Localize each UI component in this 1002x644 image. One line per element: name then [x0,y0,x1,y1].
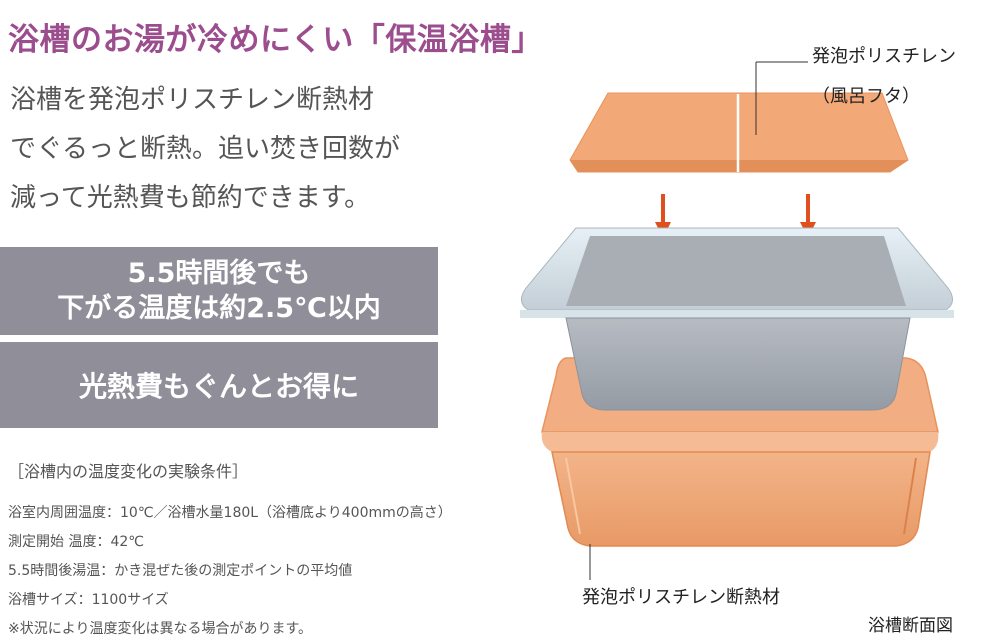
section-caption: 浴槽断面図 [868,616,953,636]
description-line-1: 浴槽を発泡ポリスチレン断熱材 [10,85,375,115]
highlight-line-2: 下がる温度は約2.5℃以内 [57,293,381,324]
conditions-heading: ［浴槽内の温度変化の実験条件］ [8,462,249,481]
lid-label-line-2: （風呂フタ） [812,86,920,107]
condition-item: 測定開始 温度：42℃ [8,534,144,550]
highlight-box-cost: 光熱費もぐんとお得に [0,342,438,428]
condition-item: ※状況により温度変化は異なる場合があります。 [8,621,313,637]
conditions-list: 浴室内周囲温度：10℃／浴槽水量180L（浴槽底より400mmの高さ） 測定開始… [8,499,568,644]
insulation-label: 発泡ポリスチレン断熱材 [582,587,780,608]
highlight-line-1: 5.5時間後でも [127,258,311,289]
bathtub-shell [520,227,954,411]
lid-label-line-1: 発泡ポリスチレン [812,46,956,67]
bathtub-cross-section-figure [520,61,954,580]
highlight-box-temperature: 5.5時間後でも 下がる温度は約2.5℃以内 [0,247,438,335]
description: 浴槽を発泡ポリスチレン断熱材 でぐるっと断熱。追い焚き回数が 減って光熱費も節約… [10,76,450,223]
condition-item: 浴槽サイズ：1100サイズ [8,592,169,608]
highlight-cost-text: 光熱費もぐんとお得に [78,370,359,403]
condition-item: 5.5時間後湯温：かき混ぜた後の測定ポイントの平均値 [8,563,353,579]
condition-item: 浴室内周囲温度：10℃／浴槽水量180L（浴槽底より400mmの高さ） [8,505,452,521]
description-line-2: でぐるっと断熱。追い焚き回数が [10,134,401,164]
page-title: 浴槽のお湯が冷めにくい「保温浴槽」 [8,22,543,58]
bath-lid [569,92,909,173]
description-line-3: 減って光熱費も節約できます。 [10,183,371,213]
